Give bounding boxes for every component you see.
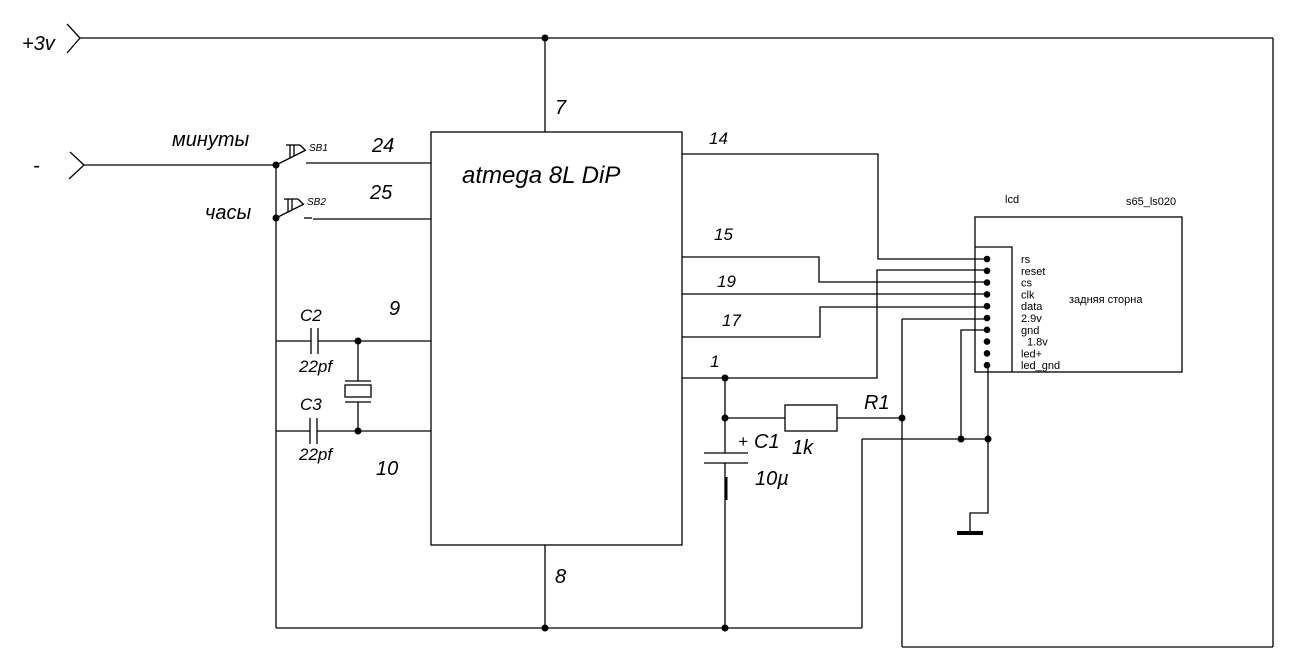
mcu-title: atmega 8L DiP <box>462 162 620 189</box>
lcd-pin-gnd <box>983 326 991 334</box>
lcd-pin-label: reset <box>1021 266 1045 278</box>
c3-value: 22pf <box>298 445 334 464</box>
ground-symbol-icon <box>957 531 983 535</box>
c1-value: 10µ <box>755 468 789 490</box>
lcd-label: lcd <box>1005 194 1019 206</box>
pin-15-label: 15 <box>714 225 733 244</box>
pin-1-label: 1 <box>710 352 719 371</box>
c3-ref: C3 <box>300 395 322 414</box>
c2-value: 22pf <box>298 357 334 376</box>
lcd-pin-2-9v <box>983 314 991 322</box>
resistor-r1-icon <box>784 404 838 432</box>
crystal-circuit <box>276 328 431 444</box>
lcd-pin-data <box>983 302 991 310</box>
switch-sb2 <box>275 198 431 220</box>
pin-8-label: 8 <box>555 566 566 588</box>
lcd-outline <box>974 216 1183 373</box>
lcd-pin-rs <box>983 255 991 263</box>
lcd-model: s65_ls020 <box>1126 196 1176 208</box>
lcd-pin-led- <box>983 350 991 357</box>
lcd-pin-label: rs <box>1021 254 1031 266</box>
gnd-input-arrow <box>68 151 85 180</box>
lcd-pin-reset <box>983 267 991 275</box>
pin-25-label: 25 <box>369 182 393 204</box>
lcd-pin-cs <box>983 279 991 286</box>
c1-ref: C1 <box>754 431 780 453</box>
lcd-pin-label: cs <box>1021 278 1033 290</box>
r1-value: 1k <box>792 437 814 459</box>
pin-24-label: 24 <box>371 135 394 157</box>
lcd-pin-1-8v <box>983 338 991 345</box>
vcc-input-arrow <box>66 23 81 54</box>
lcd-signal-wires <box>682 153 992 535</box>
lcd-pin-led-gnd <box>983 361 991 369</box>
gnd-input <box>68 151 276 180</box>
pin-9-label: 9 <box>389 298 400 320</box>
sb2-label: часы <box>205 202 251 224</box>
lcd-pin-label: led+ <box>1021 348 1042 360</box>
lcd-pin-label: 1.8v <box>1027 337 1048 349</box>
pin-14-label: 14 <box>709 129 728 148</box>
pin-10-label: 10 <box>376 458 398 480</box>
lcd-pin-label: gnd <box>1021 325 1039 337</box>
mcu-chip <box>430 131 683 546</box>
lcd-pin-label: 2.9v <box>1021 313 1042 325</box>
sb1-label: минуты <box>172 129 250 151</box>
lcd-pin-dots <box>983 255 991 369</box>
c2-ref: C2 <box>300 306 322 325</box>
crystal-icon <box>344 384 372 398</box>
lcd-pin-label: data <box>1021 301 1043 313</box>
pin-7-label: 7 <box>555 97 567 119</box>
pin-19-label: 19 <box>717 272 736 291</box>
switch-sb1 <box>275 144 431 166</box>
lcd-pin-label: led_gnd <box>1021 360 1060 372</box>
lcd-side-note: задняя сторна <box>1069 294 1143 306</box>
lcd-pin-clk <box>983 291 991 298</box>
junction-dot <box>541 34 549 42</box>
vcc-label: +3v <box>22 33 56 55</box>
c1-polarity: + <box>738 432 748 451</box>
sb1-ref: SB1 <box>309 143 328 154</box>
pin-17-label: 17 <box>722 311 741 330</box>
minus-label: - <box>33 155 40 177</box>
reset-rc-circuit <box>704 374 906 628</box>
sb2-ref: SB2 <box>307 197 326 208</box>
r1-ref: R1 <box>864 392 890 414</box>
lcd-pin-label: clk <box>1021 289 1035 301</box>
vcc-rail <box>66 23 1274 648</box>
